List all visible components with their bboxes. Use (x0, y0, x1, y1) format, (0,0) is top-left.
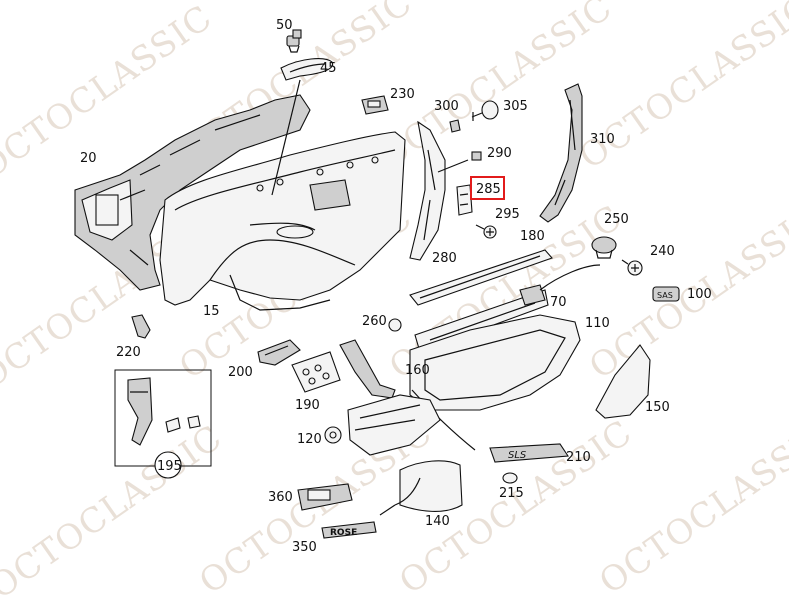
label-140[interactable]: 140 (425, 514, 450, 529)
label-280[interactable]: 280 (432, 251, 457, 266)
label-305[interactable]: 305 (503, 99, 528, 114)
label-295[interactable]: 295 (495, 207, 520, 222)
highlight-box-285 (470, 176, 505, 200)
sls-badge-text: SLS (508, 450, 527, 461)
label-285[interactable]: 285 (476, 182, 501, 197)
part-50-clip (286, 29, 302, 53)
label-110[interactable]: 110 (585, 316, 610, 331)
part-240-screw (621, 259, 643, 276)
part-15-door-shell (159, 131, 406, 311)
part-190-switch-panel (291, 351, 341, 393)
part-100-sas-badge: SAS (652, 286, 680, 302)
label-310[interactable]: 310 (590, 132, 615, 147)
label-20[interactable]: 20 (80, 151, 97, 166)
part-210-sls-badge: SLS (489, 443, 569, 463)
label-360[interactable]: 360 (268, 490, 293, 505)
part-280-pillar (409, 120, 469, 261)
label-200[interactable]: 200 (228, 365, 253, 380)
label-300[interactable]: 300 (434, 99, 459, 114)
part-300-clip (449, 119, 461, 133)
part-140-lower-panel (347, 394, 463, 516)
label-100[interactable]: 100 (687, 287, 712, 302)
label-250[interactable]: 250 (604, 212, 629, 227)
part-350-rose-badge: ROSE (321, 521, 377, 539)
part-45-handle (280, 58, 334, 81)
label-50[interactable]: 50 (276, 18, 293, 33)
label-45[interactable]: 45 (320, 61, 337, 76)
part-260-clip (388, 318, 402, 332)
rose-badge-text: ROSE (330, 528, 357, 538)
part-230-switch (361, 95, 389, 115)
label-350[interactable]: 350 (292, 540, 317, 555)
label-120[interactable]: 120 (297, 432, 322, 447)
sas-badge-text: SAS (657, 291, 673, 300)
part-290-clip (471, 151, 482, 161)
part-20-inner-frame (74, 94, 311, 291)
part-250-grommet (591, 236, 617, 259)
part-220-clip (131, 314, 151, 339)
part-195-inset (114, 369, 212, 479)
label-180[interactable]: 180 (520, 229, 545, 244)
label-160[interactable]: 160 (405, 363, 430, 378)
part-120-washer (324, 426, 342, 444)
part-310-trim (539, 83, 583, 223)
part-285-bracket (456, 184, 473, 216)
part-160-pull-handle (339, 339, 476, 451)
part-180-strip (409, 249, 553, 306)
part-200-cover (257, 339, 301, 366)
label-260[interactable]: 260 (362, 314, 387, 329)
label-215[interactable]: 215 (499, 486, 524, 501)
label-150[interactable]: 150 (645, 400, 670, 415)
label-290[interactable]: 290 (487, 146, 512, 161)
part-305-screw (471, 100, 499, 121)
part-295-screw (475, 224, 497, 239)
label-70[interactable]: 70 (550, 295, 567, 310)
label-195[interactable]: 195 (157, 459, 182, 474)
label-210[interactable]: 210 (566, 450, 591, 465)
leader-45 (271, 79, 301, 196)
label-220[interactable]: 220 (116, 345, 141, 360)
part-150-panel (595, 344, 651, 419)
part-70-trim-panel (414, 264, 601, 353)
label-230[interactable]: 230 (390, 87, 415, 102)
part-215-clip (502, 472, 518, 484)
label-240[interactable]: 240 (650, 244, 675, 259)
label-15[interactable]: 15 (203, 304, 220, 319)
part-360-bracket (297, 483, 353, 511)
label-190[interactable]: 190 (295, 398, 320, 413)
part-labels: 50 45 230 300 305 310 290 285 295 20 180… (80, 18, 712, 555)
